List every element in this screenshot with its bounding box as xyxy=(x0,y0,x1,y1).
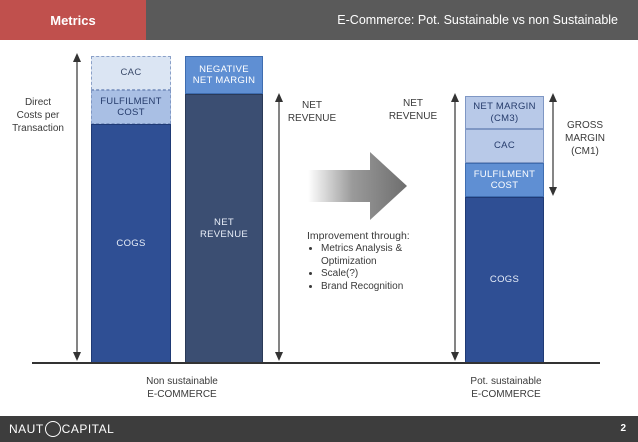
fulfilment-label: FULFILMENT COST xyxy=(100,95,162,119)
net-revenue-label-right: NET REVENUE xyxy=(388,98,438,122)
net-margin-segment: NET MARGIN (CM3) xyxy=(465,96,544,129)
net-margin-label: NET MARGIN (CM3) xyxy=(473,101,536,124)
net-revenue-double-arrow-left xyxy=(275,93,283,361)
company-logo: NAUT CAPITAL xyxy=(9,416,114,442)
direct-costs-double-arrow xyxy=(73,53,81,361)
net-revenue-label-left: NET REVENUE xyxy=(287,100,337,124)
cogs-segment-non-sustainable: COGS xyxy=(91,124,171,363)
fulfilment-segment-sustainable: FULFILMENT COST xyxy=(465,163,544,197)
logo-text-left: NAUT xyxy=(9,422,44,436)
page-number: 2 xyxy=(620,423,626,434)
cogs-label: COGS xyxy=(116,237,146,249)
improvement-item: Brand Recognition xyxy=(321,281,447,294)
negative-net-margin-segment: NEGATIVE NET MARGIN xyxy=(185,56,263,94)
cac-label: CAC xyxy=(120,67,142,79)
improvement-block: Improvement through: Metrics Analysis & … xyxy=(307,230,447,293)
gross-margin-label: GROSS MARGIN (CM1) xyxy=(565,120,605,157)
improvement-item: Scale(?) xyxy=(321,268,447,281)
cac-segment-sustainable: CAC xyxy=(465,129,544,163)
improvement-arrow xyxy=(308,152,407,220)
logo-mark-icon xyxy=(44,420,61,437)
cac-segment-non-sustainable: CAC xyxy=(91,56,171,90)
cac-label: CAC xyxy=(494,140,515,152)
slide-title: E-Commerce: Pot. Sustainable vs non Sust… xyxy=(337,13,618,27)
improvement-title: Improvement through: xyxy=(307,230,410,242)
net-revenue-segment: NET REVENUE xyxy=(185,94,263,363)
footer-bar xyxy=(0,416,638,442)
negative-net-margin-label: NEGATIVE NET MARGIN xyxy=(192,63,256,87)
logo-text-right: CAPITAL xyxy=(61,422,115,436)
non-sustainable-caption: Non sustainable E-COMMERCE xyxy=(146,376,218,400)
improvement-item: Metrics Analysis & Optimization xyxy=(321,243,447,268)
fulfilment-label: FULFILMENT COST xyxy=(473,168,536,192)
cogs-label: COGS xyxy=(489,274,520,286)
sustainable-caption: Pot. sustainable E-COMMERCE xyxy=(470,376,542,400)
baseline xyxy=(32,362,600,364)
net-revenue-double-arrow-right xyxy=(451,93,459,361)
net-revenue-bar-label: NET REVENUE xyxy=(199,217,249,240)
section-tag: Metrics xyxy=(0,0,146,40)
gross-margin-double-arrow xyxy=(549,93,557,196)
direct-costs-label: Direct Costs per Transaction xyxy=(12,97,64,134)
fulfilment-segment-non-sustainable: FULFILMENT COST xyxy=(91,90,171,124)
cogs-segment-sustainable: COGS xyxy=(465,197,544,363)
